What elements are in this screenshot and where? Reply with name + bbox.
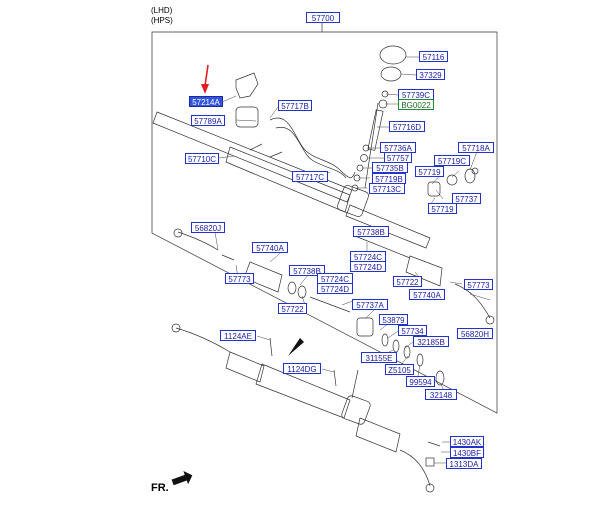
part-label-57789a[interactable]: 57789A bbox=[191, 115, 225, 126]
dust-cover-57116 bbox=[379, 45, 407, 65]
part-label-57724d-right[interactable]: 57724D bbox=[350, 261, 386, 272]
tie-rod-end-right bbox=[454, 283, 491, 319]
front-arrow-icon bbox=[171, 471, 193, 486]
bracket-57214a bbox=[235, 72, 259, 99]
header-hps: (HPS) bbox=[151, 16, 173, 25]
tie-rod-end-left bbox=[177, 231, 219, 251]
inner-tie-rod-right bbox=[354, 235, 411, 259]
part-label-57722-right[interactable]: 57722 bbox=[393, 276, 422, 287]
part-label-57718a[interactable]: 57718A bbox=[458, 142, 494, 153]
rack-tube-upper bbox=[152, 111, 353, 203]
inner-tie-rod-left bbox=[309, 296, 351, 313]
part-label-57717c[interactable]: 57717C bbox=[292, 171, 328, 182]
assembly-frame bbox=[151, 31, 498, 414]
feed-line-57717b bbox=[269, 117, 356, 179]
part-label-57734[interactable]: 57734 bbox=[398, 325, 427, 336]
rack-housing-upper bbox=[225, 146, 351, 213]
part-label-z5105[interactable]: Z5105 bbox=[385, 364, 414, 375]
part-label-57740a-right[interactable]: 57740A bbox=[409, 289, 445, 300]
part-label-57700[interactable]: 57700 bbox=[306, 12, 340, 23]
part-label-57738b-mid[interactable]: 57738B bbox=[289, 265, 325, 276]
part-label-bg0022[interactable]: BG0022 bbox=[398, 99, 434, 110]
part-label-57717b[interactable]: 57717B bbox=[278, 100, 312, 111]
part-label-57773-right[interactable]: 57773 bbox=[464, 279, 493, 290]
boot-left bbox=[243, 261, 283, 293]
part-label-57773-left[interactable]: 57773 bbox=[225, 273, 254, 284]
valve-body bbox=[337, 185, 369, 217]
tie-rod-lower-right bbox=[399, 449, 431, 487]
part-label-57737[interactable]: 57737 bbox=[452, 193, 481, 204]
front-direction-label: FR. bbox=[151, 482, 169, 494]
part-label-57724d-mid[interactable]: 57724D bbox=[317, 283, 353, 294]
red-pointer-head bbox=[201, 84, 209, 94]
part-label-57214a[interactable]: 57214A bbox=[189, 96, 223, 107]
boot-right bbox=[405, 255, 443, 287]
part-label-57737a[interactable]: 57737A bbox=[352, 299, 388, 310]
part-label-56820j[interactable]: 56820J bbox=[191, 222, 225, 233]
nut-37329 bbox=[380, 66, 402, 82]
part-label-57116[interactable]: 57116 bbox=[419, 51, 448, 62]
part-label-31155e[interactable]: 31155E bbox=[361, 352, 397, 363]
part-label-1124ae[interactable]: 1124AE bbox=[220, 330, 256, 341]
yoke-57718a bbox=[464, 168, 476, 184]
plug-57737 bbox=[427, 181, 441, 197]
part-label-1430bf[interactable]: 1430BF bbox=[450, 447, 484, 458]
part-label-57716d[interactable]: 57716D bbox=[389, 121, 425, 132]
part-label-57719-lower[interactable]: 57719 bbox=[428, 203, 457, 214]
part-label-56820h[interactable]: 56820H bbox=[457, 328, 493, 339]
part-label-57710c[interactable]: 57710C bbox=[185, 153, 219, 164]
insulator-57789a bbox=[235, 106, 259, 128]
part-label-1124dg[interactable]: 1124DG bbox=[283, 363, 321, 374]
part-label-57719c[interactable]: 57719C bbox=[434, 155, 470, 166]
cutaway-pointer bbox=[288, 338, 304, 356]
part-label-57722-left[interactable]: 57722 bbox=[278, 303, 307, 314]
part-label-32185b[interactable]: 32185B bbox=[413, 336, 449, 347]
part-label-1430ak[interactable]: 1430AK bbox=[450, 436, 484, 447]
part-label-53879[interactable]: 53879 bbox=[379, 314, 408, 325]
rack-housing-lower bbox=[255, 363, 351, 419]
part-label-99594[interactable]: 99594 bbox=[406, 376, 435, 387]
pinion-shaft bbox=[364, 102, 379, 189]
part-label-37329[interactable]: 37329 bbox=[416, 69, 445, 80]
part-label-57735b[interactable]: 57735B bbox=[372, 162, 408, 173]
part-label-57719-upper[interactable]: 57719 bbox=[415, 166, 444, 177]
part-label-32148[interactable]: 32148 bbox=[425, 389, 457, 400]
return-line-57717c bbox=[275, 126, 347, 179]
header-lhd: (LHD) bbox=[151, 6, 173, 15]
boot-lower-right bbox=[355, 417, 401, 453]
red-pointer-line bbox=[204, 64, 209, 87]
rack-tube-right bbox=[345, 204, 431, 249]
part-label-57738b-upper[interactable]: 57738B bbox=[353, 226, 389, 237]
part-label-1313da[interactable]: 1313DA bbox=[446, 458, 482, 469]
part-label-57713c[interactable]: 57713C bbox=[369, 183, 405, 194]
part-label-57740a-left[interactable]: 57740A bbox=[252, 242, 288, 253]
